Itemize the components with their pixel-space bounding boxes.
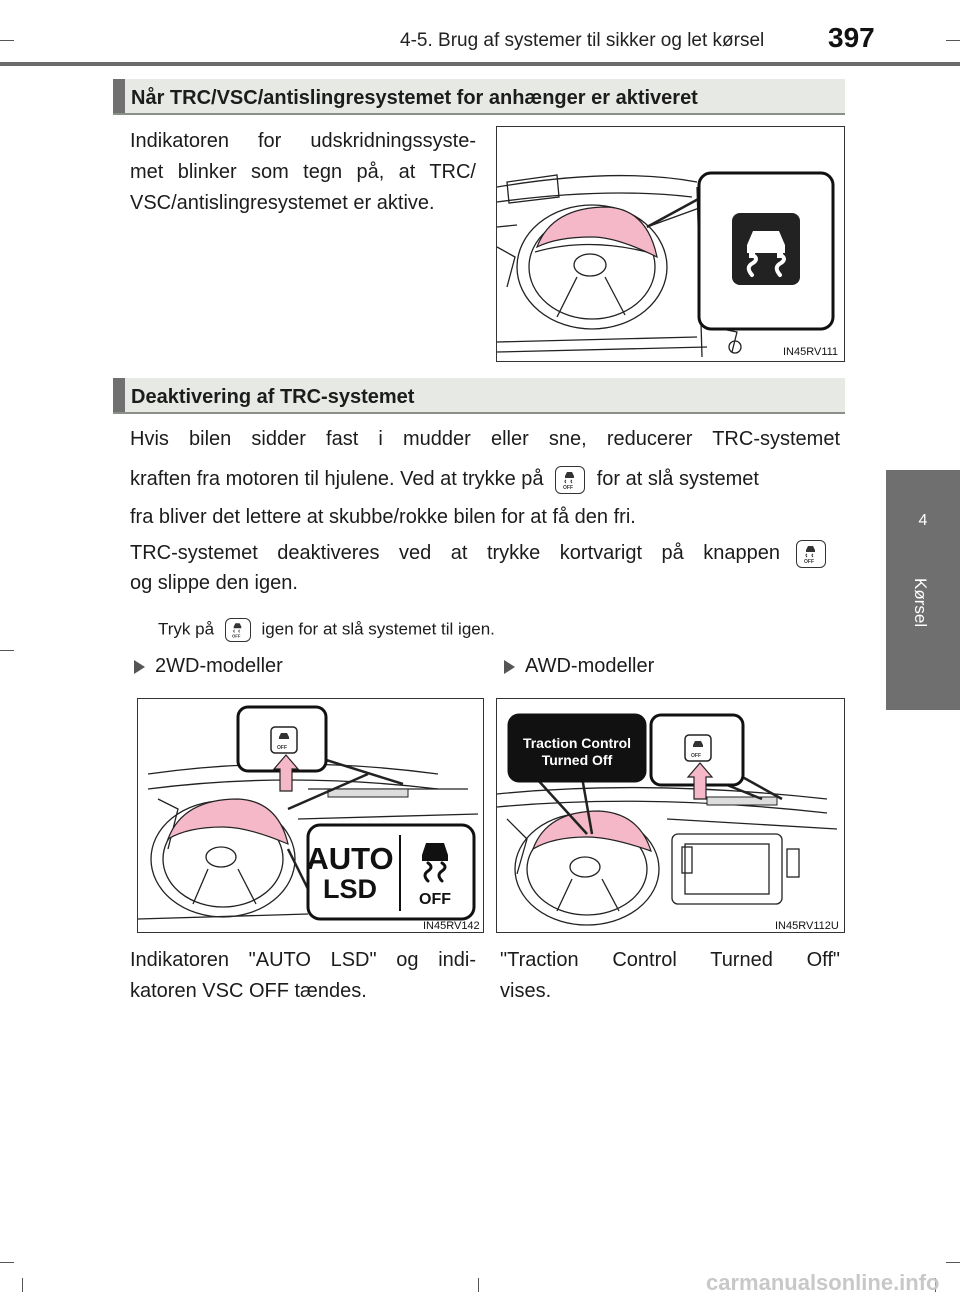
traction-message-line2: Turned Off xyxy=(542,752,613,768)
body-line: fra bliver det lettere at skubbe/rokke b… xyxy=(130,506,636,528)
lsd-indicator-text: LSD xyxy=(323,874,377,904)
section-heading: Når TRC/VSC/antislingresystemet for anhæ… xyxy=(131,87,698,109)
page-number: 397 xyxy=(828,22,875,53)
trc-off-button-icon xyxy=(270,726,298,754)
figure-code: IN45RV142 xyxy=(423,920,480,932)
multi-info-display-callout xyxy=(507,713,647,783)
traction-message-line1: Traction Control xyxy=(523,735,631,751)
note-text: igen for at slå systemet til igen. xyxy=(261,619,495,639)
body-text: for at slå systemet xyxy=(596,468,759,490)
svg-text:OFF: OFF xyxy=(804,559,814,565)
body-line: Indikatoren for udskridningssyste- xyxy=(130,130,476,152)
model-label-2wd: 2WD-modeller xyxy=(134,655,283,678)
crop-mark xyxy=(0,1262,14,1263)
chapter-number: 4 xyxy=(918,512,928,529)
press-arrow-icon xyxy=(272,754,300,792)
body-line: VSC/antislingresystemet er aktive. xyxy=(130,192,435,214)
svg-text:OFF: OFF xyxy=(232,633,241,638)
off-indicator-text: OFF xyxy=(419,891,451,908)
crop-mark xyxy=(0,40,14,41)
model-label-text: 2WD-modeller xyxy=(155,655,283,677)
trc-off-button-icon xyxy=(684,734,712,762)
chapter-label: Kørsel xyxy=(911,578,930,628)
caption-2wd-line: katoren VSC OFF tændes. xyxy=(130,980,367,1002)
bullet-triangle-icon xyxy=(134,659,145,674)
section-heading-bar: Når TRC/VSC/antislingresystemet for anhæ… xyxy=(113,79,845,115)
section-heading-bar: Deaktivering af TRC-systemet xyxy=(113,378,845,414)
crop-mark xyxy=(946,40,960,41)
caption-2wd-line: Indikatoren "AUTO LSD" og indi- xyxy=(130,949,476,971)
figure-code: IN45RV111 xyxy=(783,346,838,358)
auto-indicator-text: AUTO xyxy=(306,841,393,876)
watermark: carmanualsonline.info xyxy=(706,1270,940,1295)
dashboard-illustration: IN45RV111 xyxy=(496,126,845,362)
crop-mark xyxy=(946,1262,960,1263)
body-line: Hvis bilen sidder fast i mudder eller sn… xyxy=(130,428,840,450)
header-rule xyxy=(0,62,960,66)
figure-code: IN45RV112U xyxy=(775,920,839,932)
heading-accent xyxy=(113,79,125,113)
section-heading: Deaktivering af TRC-systemet xyxy=(131,386,415,408)
note-text: Tryk på xyxy=(158,619,215,639)
svg-text:OFF: OFF xyxy=(277,745,287,751)
crop-mark xyxy=(0,650,14,651)
figure-2wd-dashboard: OFF AUTO LSD OFF IN45RV142 xyxy=(137,698,484,933)
bullet-triangle-icon xyxy=(504,659,515,674)
crop-mark xyxy=(935,1278,936,1292)
dashboard-drawing: OFF AUTO LSD OFF IN45RV142 xyxy=(138,705,480,932)
model-label-text: AWD-modeller xyxy=(525,655,655,677)
note-line: Tryk på OFF igen for at slå systemet til… xyxy=(158,618,838,644)
svg-text:OFF: OFF xyxy=(691,753,701,759)
crop-mark xyxy=(22,1278,23,1292)
trc-off-button-icon: OFF xyxy=(555,465,586,494)
caption-awd-line: "Traction Control Turned Off" xyxy=(500,949,840,971)
trc-off-button-icon: OFF xyxy=(224,618,251,642)
meter-highlight xyxy=(535,206,658,259)
press-arrow-icon xyxy=(686,762,714,800)
body-line-with-icon: kraften fra motoren til hjulene. Ved at … xyxy=(130,464,840,495)
body-line: og slippe den igen. xyxy=(130,572,298,594)
dashboard-drawing: Traction Control Turned Off OFF IN45RV11… xyxy=(497,713,839,932)
vsc-car-icon xyxy=(422,843,448,861)
crop-mark xyxy=(478,1278,479,1292)
figure-awd-dashboard: Traction Control Turned Off OFF IN45RV11… xyxy=(496,698,845,933)
trc-off-button-icon: OFF xyxy=(796,540,826,568)
meter-highlight xyxy=(166,798,289,846)
dashboard-drawing: IN45RV111 xyxy=(497,171,838,358)
caption-awd-line: vises. xyxy=(500,980,552,1002)
heading-accent xyxy=(113,378,125,412)
running-header-title: 4-5. Brug af systemer til sikker og let … xyxy=(400,30,765,51)
svg-text:OFF: OFF xyxy=(563,485,573,491)
body-line: TRC-systemet deaktiveres ved at trykke k… xyxy=(130,542,780,564)
model-label-awd: AWD-modeller xyxy=(504,655,654,678)
chapter-tab: 4 Kørsel xyxy=(886,470,960,710)
body-text: kraften fra motoren til hjulene. Ved at … xyxy=(130,468,544,490)
body-line: met blinker som tegn på, at TRC/ xyxy=(130,161,476,183)
